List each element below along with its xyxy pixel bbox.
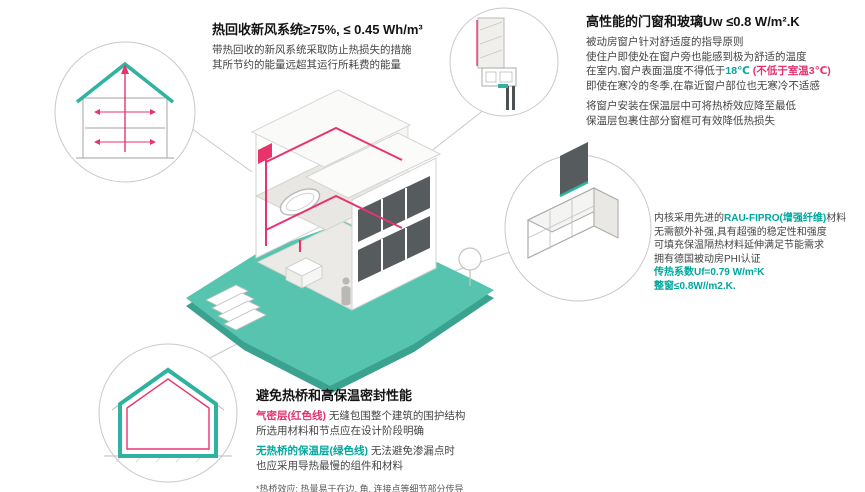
thermal-line3-highlight: 无热桥的保温层(绿色线): [256, 445, 368, 457]
thermal-line3-rest: 无法避免渗漏点时: [368, 445, 455, 457]
window-section-detail-circle: [449, 7, 559, 117]
house-illustration: [186, 89, 494, 394]
tree: [458, 247, 482, 286]
material-line1-highlight: RAU-FIPRO(增强纤维): [724, 213, 827, 224]
annotation-ventilation: 热回收新风系统≥75%, ≤ 0.45 Wh/m³ 带热回收的新风系统采取防止热…: [212, 22, 474, 72]
windows-line1: 被动房窗户针对舒适度的指导原则: [586, 36, 744, 48]
windows-line5: 将窗户安装在保温层中可将热桥效应降至最低: [586, 100, 796, 112]
windows-line3-pre: 在室内,窗户表面温度不得低于: [586, 65, 726, 77]
envelope-drawing: [104, 367, 232, 463]
thermal-title: 避免热桥和高保温密封性能: [256, 388, 413, 403]
heat-recovery-unit: [258, 143, 272, 164]
annotation-windows: 高性能的门窗和玻璃Uw ≤0.8 W/m².K 被动房窗户针对舒适度的指导原则 …: [586, 14, 860, 128]
windows-line2: 使住户即使处在窗户旁也能感到极为舒适的温度: [586, 50, 807, 63]
material-line3: 可填充保温隔热材料延伸满足节能需求: [654, 240, 824, 251]
thermal-line3: 无热桥的保温层(绿色线) 无法避免渗漏点时: [256, 444, 572, 459]
frame-profile-drawing: [526, 142, 620, 259]
person-figure: [341, 277, 351, 306]
annotation-thermal: 避免热桥和高保温密封性能 气密层(红色线) 无缝包围整个建筑的围护结构 所选用材…: [256, 388, 572, 492]
left-roof-slab: [250, 89, 412, 168]
windows-line3-temp: 18℃: [725, 65, 750, 77]
airflow-arrows: [94, 64, 156, 152]
thermal-footnote: *热桥效应: 热量易于在边, 角, 连接点等细节部分传导: [256, 484, 464, 492]
window-jamb-drawing: [476, 17, 517, 110]
windows-line6: 保温层包裹住部分窗框可有效降低热损失: [586, 114, 775, 127]
garden-stairs: [205, 284, 267, 331]
thermal-line4: 也应采用导热最慢的组件和材料: [256, 459, 403, 472]
insulation-green-line: [118, 367, 218, 458]
ventilation-line2: 其所节约的能量远超其运行所耗费的能量: [212, 58, 401, 71]
ventilation-title: 热回收新风系统≥75%, ≤ 0.45 Wh/m³: [212, 22, 423, 37]
material-line1-pre: 内核采用先进的: [654, 213, 724, 224]
kitchen-counter: [285, 257, 323, 289]
material-line2: 无需额外补强,具有超强的稳定性和强度: [654, 226, 827, 238]
right-roof-slab: [304, 132, 442, 199]
airtight-red-line: [126, 378, 210, 450]
glazed-facade: [351, 157, 437, 311]
window-profile-detail-circle: [504, 142, 652, 302]
material-line4: 拥有德国被动房PHI认证: [654, 253, 761, 265]
ventilation-detail-circle: [54, 41, 196, 183]
ventilation-ducts: [265, 126, 403, 252]
material-line1-post: 材料: [826, 213, 847, 224]
material-line6: 整窗≤0.8W//m2.K.: [654, 280, 736, 292]
thermal-line2: 所选用材料和节点应在设计阶段明确: [256, 424, 424, 437]
thermal-line1-highlight: 气密层(红色线): [256, 410, 326, 422]
windows-line3-note: (不低于室温3℃): [749, 65, 831, 77]
windows-line3: 在室内,窗户表面温度不得低于18℃ (不低于室温3℃): [586, 64, 860, 79]
ventilation-line1: 带热回收的新风系统采取防止热损失的措施: [212, 44, 412, 56]
windows-line4: 即使在寒冷的冬季,在靠近窗户部位也无寒冷不适感: [586, 79, 820, 92]
windows-title: 高性能的门窗和玻璃Uw ≤0.8 W/m².K: [586, 14, 800, 29]
material-line5: 传热系数Uf=0.79 W/m²K: [654, 267, 765, 278]
thermal-line1: 气密层(红色线) 无缝包围整个建筑的围护结构: [256, 409, 572, 424]
thermal-line1-rest: 无缝包围整个建筑的围护结构: [326, 410, 466, 422]
material-line1: 内核采用先进的RAU-FIPRO(增强纤维)材料: [654, 212, 862, 226]
annotation-material: 内核采用先进的RAU-FIPRO(增强纤维)材料 无需额外补强,具有超强的稳定性…: [654, 212, 862, 293]
envelope-detail-circle: [98, 343, 238, 483]
